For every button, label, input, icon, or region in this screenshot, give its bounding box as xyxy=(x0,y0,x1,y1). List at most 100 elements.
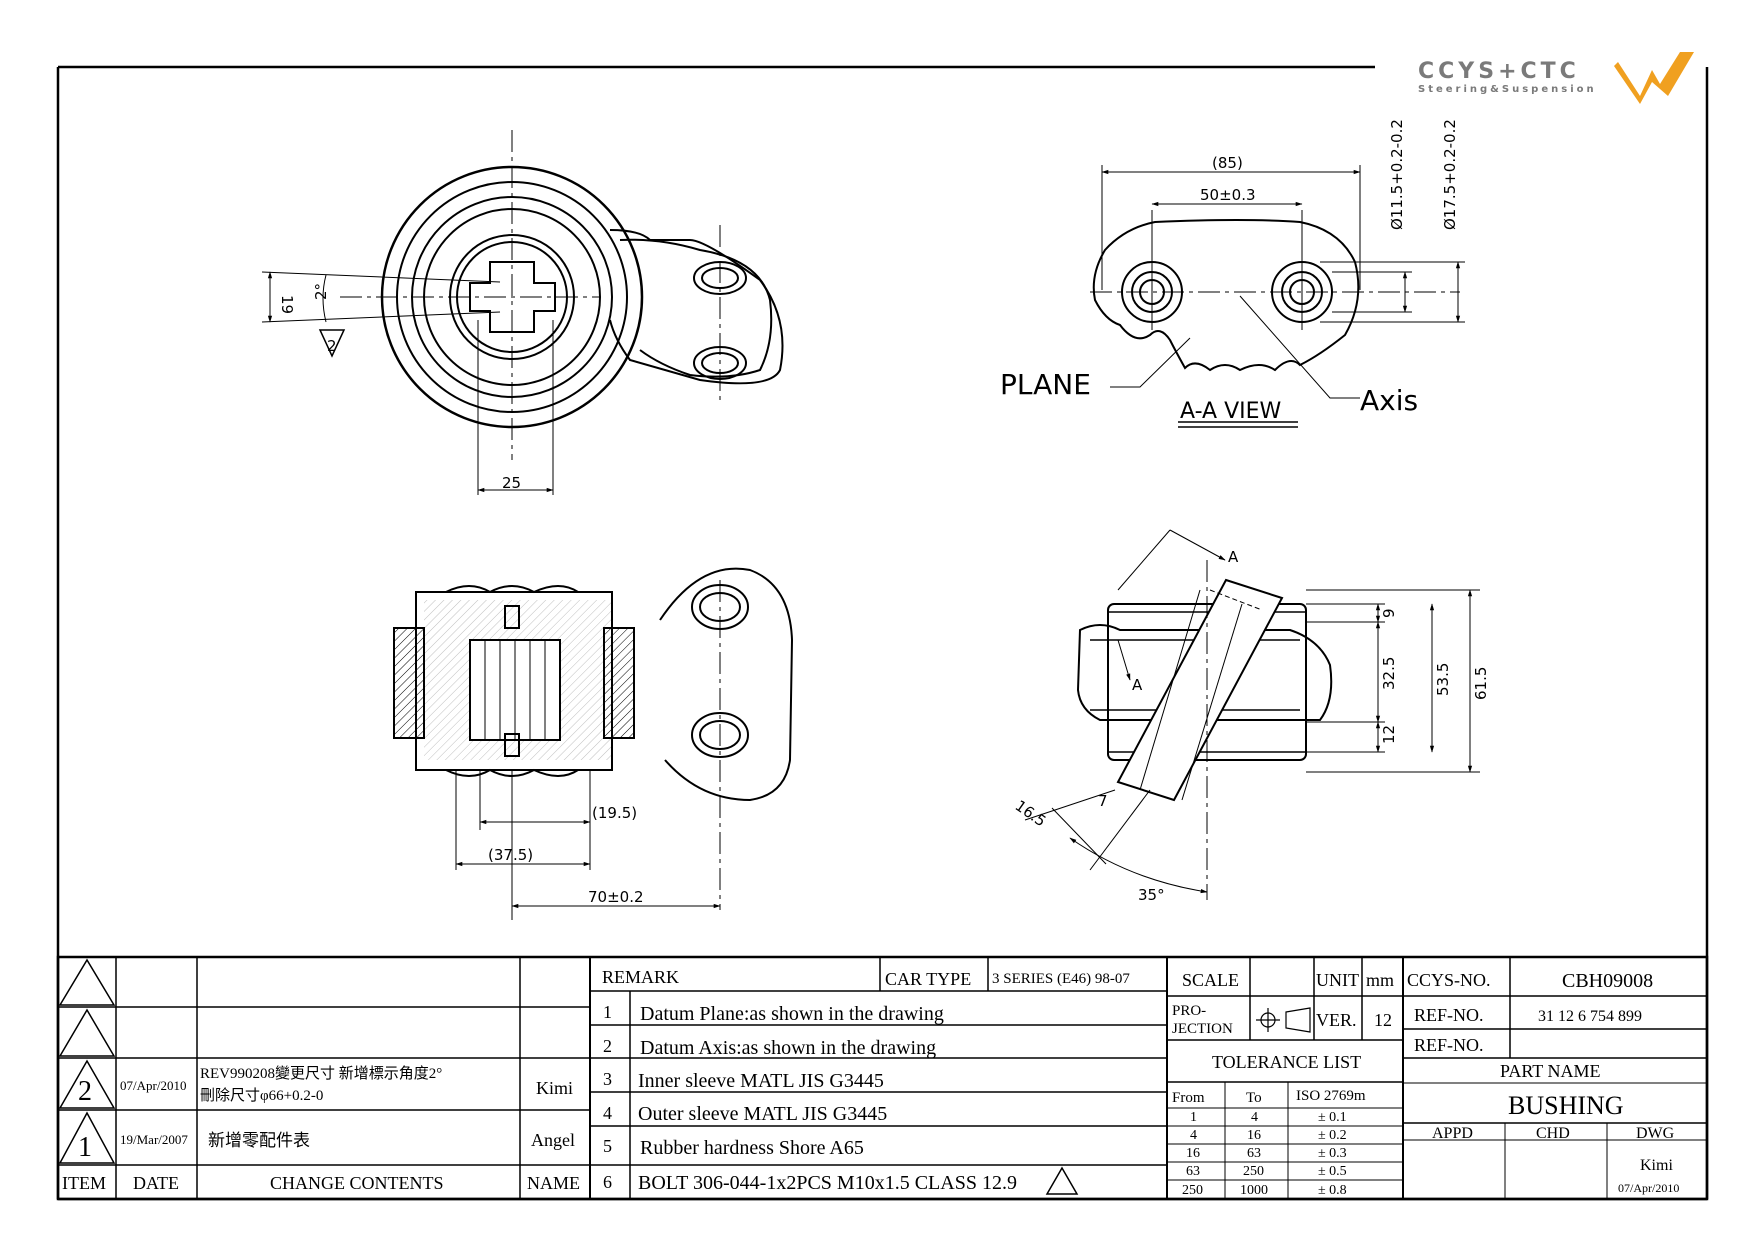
remark-text: BOLT 306-044-1x2PCS M10x1.5 CLASS 12.9 xyxy=(638,1172,1017,1194)
tol-to: 16 xyxy=(1247,1128,1261,1143)
dim-section-37-5: (37.5) xyxy=(488,846,533,864)
ver-value: 12 xyxy=(1374,1010,1392,1030)
projection-label: JECTION xyxy=(1172,1021,1233,1037)
rev-mark: 2 xyxy=(78,1076,92,1107)
rev-header-change: CHANGE CONTENTS xyxy=(270,1173,444,1193)
side-cut-a-bottom: A xyxy=(1132,676,1143,694)
tol-header-from: From xyxy=(1172,1090,1205,1106)
dim-bore-25: 25 xyxy=(502,474,521,492)
remark-text: Inner sleeve MATL JIS G3445 xyxy=(638,1070,884,1092)
chd-label: CHD xyxy=(1536,1125,1570,1142)
dim-side-35: 35° xyxy=(1138,886,1165,904)
remark-number: 1 xyxy=(603,1002,612,1022)
tol-to: 1000 xyxy=(1240,1183,1268,1198)
remark-number: 2 xyxy=(603,1036,612,1056)
rev-date: 07/Apr/2010 xyxy=(120,1078,186,1093)
dim-hole-large: Ø17.5+0.2-0.2 xyxy=(1441,119,1459,230)
remark-number: 5 xyxy=(603,1136,612,1156)
remark-text: Rubber hardness Shore A65 xyxy=(640,1137,864,1159)
dim-side-61-5: 61.5 xyxy=(1472,667,1490,700)
tolerance-title: TOLERANCE LIST xyxy=(1212,1052,1361,1072)
title-block xyxy=(56,955,1709,1201)
rev-date: 19/Mar/2007 xyxy=(120,1132,188,1147)
car-type-value: 3 SERIES (E46) 98-07 xyxy=(992,971,1130,987)
dim-side-9: 9 xyxy=(1380,608,1398,618)
remark-text: Datum Plane:as shown in the drawing xyxy=(640,1003,944,1025)
part-name-value: BUSHING xyxy=(1508,1091,1624,1120)
dim-side-53-5: 53.5 xyxy=(1434,663,1452,696)
logo-mark-icon xyxy=(1614,52,1694,104)
dim-height-19: 19 xyxy=(278,295,296,314)
remark-header: REMARK xyxy=(602,967,679,987)
dwg-date: 07/Apr/2010 xyxy=(1618,1181,1679,1195)
dwg-label: DWG xyxy=(1636,1125,1675,1142)
tol-value: ± 0.5 xyxy=(1318,1164,1347,1179)
remark-number: 3 xyxy=(603,1069,612,1089)
dim-angle-2: 2° xyxy=(312,283,330,300)
unit-value: mm xyxy=(1366,970,1394,990)
side-cut-a-top: A xyxy=(1228,548,1239,566)
rev-name: Kimi xyxy=(536,1078,573,1098)
remark-text: Outer sleeve MATL JIS G3445 xyxy=(638,1103,887,1125)
tol-from: 4 xyxy=(1190,1128,1197,1143)
tol-value: ± 0.8 xyxy=(1318,1183,1347,1198)
projection-symbol-icon xyxy=(1256,1007,1311,1033)
title-block-text: 2 07/Apr/2010 REV990208變更尺寸 新增標示角度2° 刪除尺… xyxy=(62,967,1679,1198)
label-axis: Axis xyxy=(1360,384,1418,417)
rev-mark: 1 xyxy=(78,1132,92,1163)
section-view xyxy=(393,567,794,920)
tol-header-iso: ISO 2769m xyxy=(1296,1088,1366,1104)
front-view xyxy=(261,130,784,495)
tol-to: 63 xyxy=(1247,1146,1261,1161)
tol-from: 63 xyxy=(1186,1164,1200,1179)
tol-from: 1 xyxy=(1190,1110,1197,1125)
rev-content: 新增零配件表 xyxy=(208,1131,310,1150)
tol-rows: 1 4 ± 0.1 4 16 ± 0.2 16 63 ± 0.3 63 250 … xyxy=(1182,1110,1347,1198)
dim-overall-85: (85) xyxy=(1212,154,1243,172)
dim-section-19-5: (19.5) xyxy=(592,804,637,822)
tol-to: 250 xyxy=(1243,1164,1264,1179)
rev-name: Angel xyxy=(531,1130,575,1150)
dim-hole-small: Ø11.5+0.2-0.2 xyxy=(1388,119,1406,230)
dim-side-12: 12 xyxy=(1380,725,1398,744)
appd-label: APPD xyxy=(1432,1125,1473,1142)
label-plane: PLANE xyxy=(1000,368,1091,401)
rev-content: REV990208變更尺寸 新增標示角度2° xyxy=(200,1065,442,1082)
ccys-label: CCYS-NO. xyxy=(1407,970,1491,990)
unit-label: UNIT xyxy=(1316,970,1359,990)
tol-header-to: To xyxy=(1246,1090,1262,1106)
tol-from: 16 xyxy=(1186,1146,1200,1161)
tol-value: ± 0.3 xyxy=(1318,1146,1347,1161)
rev-header-name: NAME xyxy=(527,1173,580,1193)
rev-mark-2: 2 xyxy=(327,337,337,355)
car-type-label: CAR TYPE xyxy=(885,969,971,989)
aa-view xyxy=(1090,165,1465,428)
logo-tagline: Steering&Suspension xyxy=(1418,84,1597,95)
aa-view-title: A-A VIEW xyxy=(1180,399,1282,424)
dim-side-7: 7 xyxy=(1098,792,1108,810)
ref2-label: REF-NO. xyxy=(1414,1035,1484,1055)
ver-label: VER. xyxy=(1316,1010,1357,1030)
dim-side-16-5: 16.5 xyxy=(1012,797,1050,831)
remark-number: 6 xyxy=(603,1172,612,1192)
warning-triangle-icon xyxy=(1045,1166,1079,1195)
tol-value: ± 0.1 xyxy=(1318,1110,1347,1125)
dim-centers-50: 50±0.3 xyxy=(1200,186,1256,204)
rev-content: 刪除尺寸φ66+0.2-0 xyxy=(200,1087,323,1104)
side-view xyxy=(1024,529,1480,900)
projection-label: PRO- xyxy=(1172,1003,1206,1019)
tol-value: ± 0.2 xyxy=(1318,1128,1347,1143)
ref1-label: REF-NO. xyxy=(1414,1005,1484,1025)
ref1-value: 31 12 6 754 899 xyxy=(1538,1008,1642,1025)
tol-from: 250 xyxy=(1182,1183,1203,1198)
part-name-label: PART NAME xyxy=(1500,1061,1600,1081)
dim-side-32-5: 32.5 xyxy=(1380,657,1398,690)
ccys-value: CBH09008 xyxy=(1562,970,1653,992)
company-logo: CCYS+CTC Steering&Suspension xyxy=(1418,52,1694,104)
rev-header-date: DATE xyxy=(133,1173,179,1193)
dim-section-70: 70±0.2 xyxy=(588,888,644,906)
remark-number: 4 xyxy=(603,1103,612,1123)
rev-header-item: ITEM xyxy=(62,1173,106,1193)
scale-label: SCALE xyxy=(1182,970,1239,990)
